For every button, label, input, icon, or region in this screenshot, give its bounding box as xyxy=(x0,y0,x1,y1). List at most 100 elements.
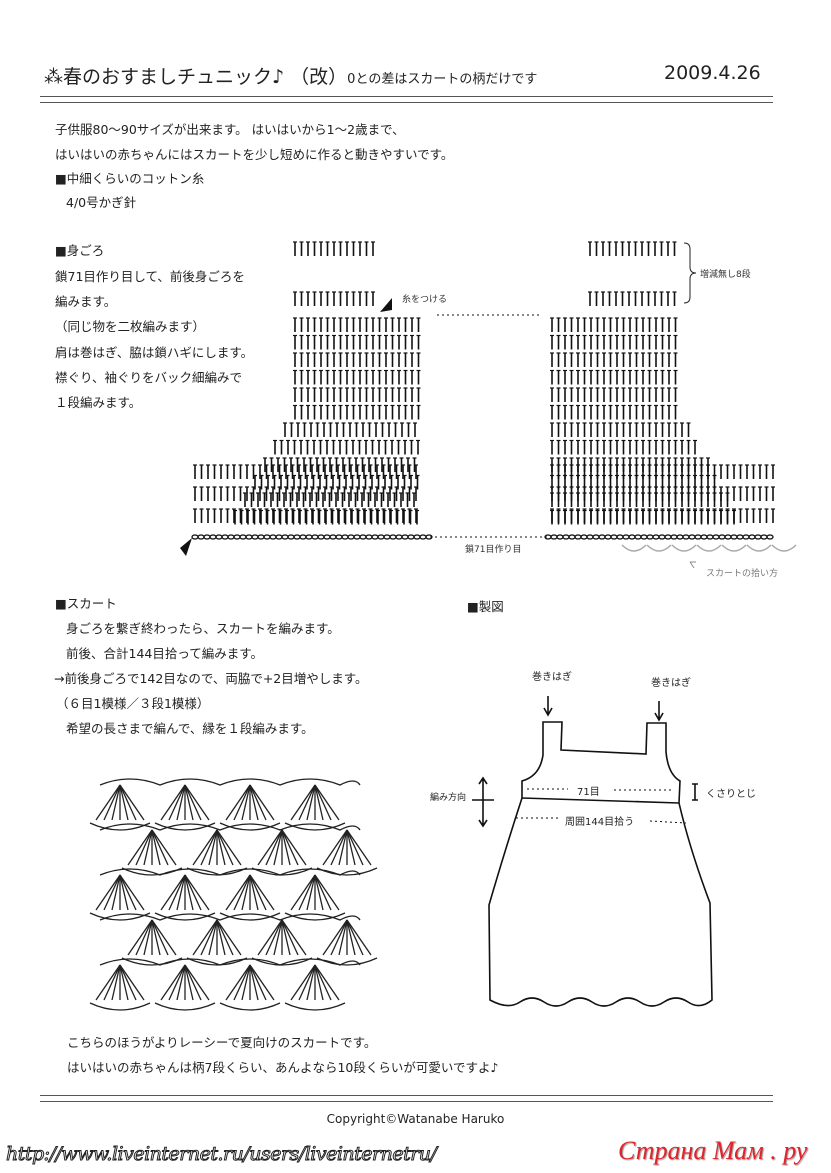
chart-stitch xyxy=(99,868,361,876)
skirt-line: 身ごろを繋ぎ終わったら、スカートを編みます。 xyxy=(66,621,340,636)
chart-stitch xyxy=(281,829,307,866)
chart-stitch xyxy=(646,534,654,540)
chart-stitch xyxy=(103,964,121,1001)
chart-stitch xyxy=(306,964,316,1001)
chart-stitch xyxy=(176,964,186,1001)
chart-stitch xyxy=(365,534,373,540)
chart-stitch xyxy=(664,534,672,540)
chart-stitch xyxy=(160,964,186,1001)
chart-stitch xyxy=(610,534,618,540)
chart-stitch xyxy=(306,784,316,821)
skirt-line: 前後、合計144目拾って編みます。 xyxy=(66,646,263,661)
chart-stitch xyxy=(281,829,299,866)
chart-stitch xyxy=(143,919,153,956)
schematic-drawing xyxy=(472,696,713,1007)
chart-stitch xyxy=(341,534,349,540)
chart-stitch xyxy=(742,534,750,540)
chart-stitch xyxy=(622,534,630,540)
brace-icon xyxy=(683,242,697,304)
chart-stitch xyxy=(598,534,606,540)
chart-stitch xyxy=(239,534,247,540)
chart-stitch xyxy=(314,874,332,911)
chart-stitch xyxy=(706,534,714,540)
chart-stitch xyxy=(322,829,348,866)
chart-stitch xyxy=(184,874,202,911)
chart-stitch xyxy=(154,912,216,921)
chart-stitch xyxy=(314,964,324,1001)
chart-stitch xyxy=(284,822,346,831)
chart-stitch xyxy=(99,913,361,921)
chart-stitch xyxy=(760,534,768,540)
chart-stitch xyxy=(346,829,364,866)
chart-stitch xyxy=(346,829,372,866)
bodice-crochet-chart xyxy=(191,241,775,540)
chart-stitch xyxy=(176,784,186,821)
chart-stitch xyxy=(151,829,177,866)
chart-stitch xyxy=(249,964,259,1001)
chart-stitch xyxy=(281,919,299,956)
chart-stitch xyxy=(119,964,129,1001)
chart-stitch xyxy=(269,534,277,540)
chart-stitch xyxy=(216,829,234,866)
chart-stitch xyxy=(95,874,121,911)
chart-stitch xyxy=(298,784,316,821)
chart-stitch xyxy=(771,544,797,552)
chart-stitch xyxy=(151,919,169,956)
chart-stitch xyxy=(241,874,251,911)
chart-stitch xyxy=(754,534,762,540)
chart-stitch xyxy=(186,957,248,966)
intro-line: はいはいの赤ちゃんにはスカートを少し短めに作ると動きやすいです。 xyxy=(55,147,454,162)
chart-stitch xyxy=(103,874,121,911)
shoulder-seam-right-label: 巻きはぎ xyxy=(651,678,691,689)
skirt-lace-chart xyxy=(89,778,378,1011)
chart-stitch xyxy=(338,919,348,956)
chart-stitch xyxy=(670,534,678,540)
chart-stitch xyxy=(216,829,242,866)
chart-stitch xyxy=(233,784,251,821)
direction-label: 編み方向 xyxy=(430,793,467,803)
chart-stitch xyxy=(257,919,283,956)
bodice-width-label: 71目 xyxy=(577,787,600,798)
chart-stitch xyxy=(154,822,216,831)
chart-stitch xyxy=(119,964,145,1001)
bodice-line: １段編みます。 xyxy=(55,395,142,410)
bodice-line: 編みます。 xyxy=(55,294,117,309)
chart-stitch xyxy=(208,919,218,956)
chart-stitch xyxy=(103,784,121,821)
chart-stitch xyxy=(219,912,281,921)
chart-stitch xyxy=(329,534,337,540)
chart-stitch xyxy=(401,534,409,540)
chart-stitch xyxy=(346,919,356,956)
chart-stitch xyxy=(160,874,186,911)
chart-stitch xyxy=(284,912,346,921)
chart-stitch xyxy=(696,544,722,552)
chart-stitch xyxy=(249,784,259,821)
chart-stitch xyxy=(184,874,194,911)
chart-stitch xyxy=(119,874,137,911)
chart-stitch xyxy=(290,784,316,821)
chart-stitch xyxy=(154,1002,216,1011)
footer-note: はいはいの赤ちゃんは柄7段くらい、あんよなら10段くらいが可愛いですよ♪ xyxy=(67,1060,499,1075)
title-subtitle: 0との差はスカートの柄だけです xyxy=(347,72,538,87)
chart-stitch xyxy=(221,534,229,540)
chart-stitch xyxy=(407,534,415,540)
skirt-pickup-sample xyxy=(621,544,797,552)
chart-stitch xyxy=(377,534,385,540)
chart-stitch xyxy=(119,874,145,911)
skirt-line: （６目1模様／３段1模様） xyxy=(56,696,210,711)
chart-stitch xyxy=(216,919,226,956)
chart-stitch xyxy=(245,534,253,540)
chart-stitch xyxy=(208,829,218,866)
chart-stitch xyxy=(257,829,283,866)
chart-stitch xyxy=(621,544,647,552)
chart-stitch xyxy=(640,534,648,540)
chart-stitch xyxy=(556,534,564,540)
chart-stitch xyxy=(89,1002,151,1011)
chart-stitch xyxy=(219,822,281,831)
chart-stitch xyxy=(95,964,121,1001)
chart-stitch xyxy=(562,534,570,540)
chart-stitch xyxy=(168,874,186,911)
chart-stitch xyxy=(225,964,251,1001)
chart-stitch xyxy=(317,534,325,540)
chart-stitch xyxy=(209,534,217,540)
